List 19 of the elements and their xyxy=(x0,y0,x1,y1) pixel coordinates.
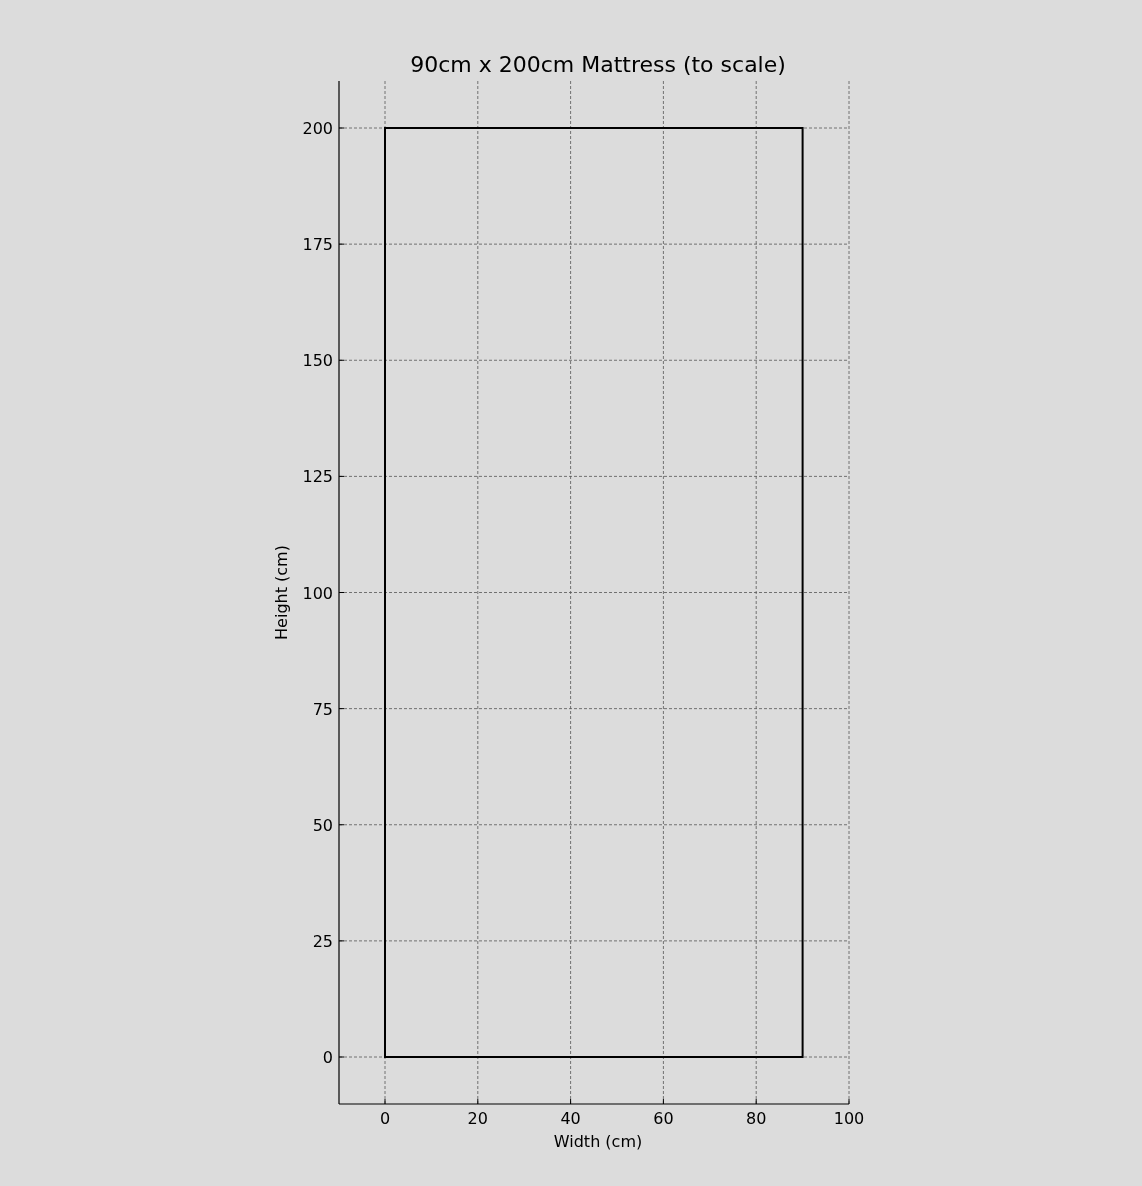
chart-title: 90cm x 200cm Mattress (to scale) xyxy=(410,52,786,77)
tick-label: 0 xyxy=(379,1109,391,1128)
axis-label: Height (cm) xyxy=(272,545,291,640)
tick-label: 60 xyxy=(653,1109,674,1128)
tick-label: 25 xyxy=(312,931,333,951)
tick-label: 150 xyxy=(302,351,333,371)
tick-label: 80 xyxy=(746,1109,767,1128)
tick-label: 20 xyxy=(467,1109,488,1128)
tick-label: 0 xyxy=(322,1048,333,1067)
mattress-outline xyxy=(384,127,804,1058)
tick-label: 100 xyxy=(302,583,333,603)
tick-label: 200 xyxy=(302,119,333,138)
tick-label: 50 xyxy=(312,815,333,835)
axis-label: Width (cm) xyxy=(553,1132,643,1151)
tick-label: 175 xyxy=(302,235,333,255)
tick-label: 100 xyxy=(833,1109,865,1128)
tick-label: 75 xyxy=(312,699,333,719)
tick-label: 125 xyxy=(302,467,333,487)
tick-label: 40 xyxy=(560,1109,581,1128)
